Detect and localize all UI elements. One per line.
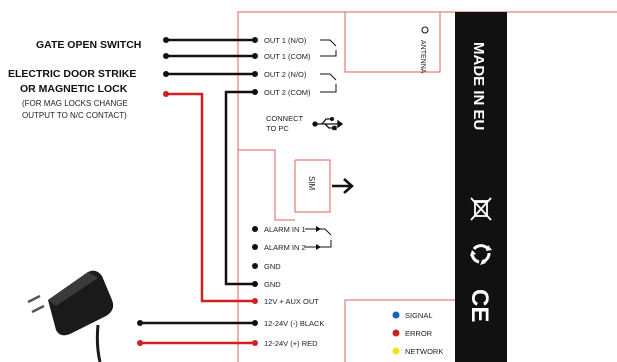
alarm-arrows [316,226,321,250]
com-to-gnd-wire [224,90,254,286]
recycle-icon [470,244,492,265]
led-network-dot [392,347,400,355]
terminal-alarm-in1: ALARM IN 1 [264,225,306,234]
power-adapter-icon [27,270,114,362]
led-network-label: NETWORK [405,347,443,356]
usb-icon [312,116,344,131]
antenna-connector [421,26,429,34]
door-strike-red-wire [166,92,254,303]
power-black-end [137,320,143,326]
board-outline [237,11,617,362]
gate-wire-end-1 [163,37,169,43]
door-wire-end-black [163,71,169,77]
gate-open-switch-label: GATE OPEN SWITCH [36,39,141,51]
power-red-end [137,340,143,346]
gate-wire-end-2 [163,53,169,59]
connect-pc-line1: CONNECT [266,114,304,123]
maglock-note-1: (FOR MAG LOCKS CHANGE [22,99,128,108]
terminal-out2-com: OUT 2 (COM) [264,88,311,97]
led-signal-dot [392,311,400,319]
sim-label: SIM [307,176,316,191]
relay-symbols [305,39,337,248]
terminal-power-red: 12-24V (+) RED [264,339,318,348]
terminal-out2-no: OUT 2 (N/O) [264,70,307,79]
led-signal-label: SIGNAL [405,311,433,320]
connect-pc-line2: TO PC [266,124,289,133]
terminal-out1-no: OUT 1 (N/O) [264,36,307,45]
ce-mark: CE [466,289,493,322]
weee-bin-icon [470,197,492,221]
terminal-alarm-in2: ALARM IN 2 [264,243,306,252]
led-error-label: ERROR [405,329,433,338]
maglock-note-2: OUTPUT TO N/C CONTACT) [22,111,127,120]
door-wire-end-red [163,91,169,97]
door-strike-label-2: OR MAGNETIC LOCK [20,83,128,95]
led-error-dot [392,329,400,337]
gate-switch-wires [166,38,254,58]
terminal-dots [252,37,258,346]
arrow-right-icon [332,178,354,194]
terminal-power-black: 12-24V (-) BLACK [264,319,324,328]
door-strike-label-1: ELECTRIC DOOR STRIKE [8,68,136,80]
terminal-gnd-2: GND [264,280,281,289]
antenna-label: ANTENNA [419,40,426,74]
terminal-out1-com: OUT 1 (COM) [264,52,311,61]
terminal-gnd-1: GND [264,262,281,271]
made-in-label: MADE IN EU [470,42,487,130]
terminal-aux-out: 12V + AUX OUT [264,297,319,306]
made-in-panel [455,12,507,362]
